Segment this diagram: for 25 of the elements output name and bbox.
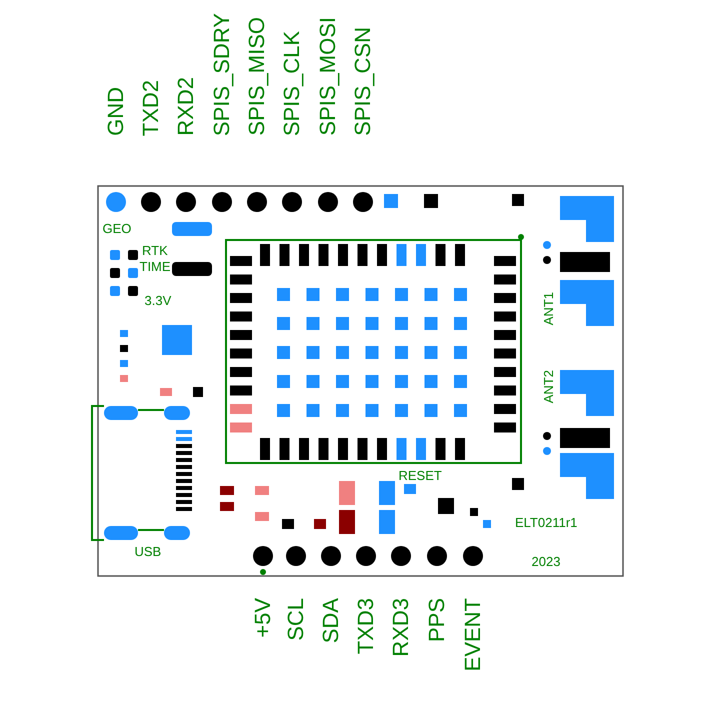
pin-label: SPIS_MOSI (317, 17, 339, 136)
board-label: USB (134, 544, 162, 558)
pin-label: +5V (252, 598, 274, 638)
board-label: TIME (140, 260, 171, 272)
board-label: 2023 (532, 554, 560, 568)
pin-label: SPIS_CLK (281, 31, 303, 136)
board-label: ELT0211r1 (515, 516, 578, 528)
pin-label: EVENT (462, 598, 484, 672)
pin-label: SPIS_CSN (352, 27, 374, 136)
pin-label: ANT1 (542, 292, 554, 325)
pin-label: RXD3 (390, 598, 412, 657)
board-label: RESET (398, 468, 442, 482)
board-label: 3.3V (144, 294, 172, 306)
pin-label: PPS (426, 598, 448, 642)
board-label: GEO (102, 222, 132, 234)
pin-label: RXD2 (175, 77, 197, 136)
pin-label: SDA (320, 598, 342, 644)
pin-label: TXD2 (140, 80, 162, 136)
pin-label: ANT2 (542, 370, 554, 403)
pin-label: SCL (285, 598, 307, 641)
pin-label: TXD3 (355, 598, 377, 654)
pin-label: SPIS_SDRY (211, 13, 233, 136)
pin-label: GND (105, 87, 127, 136)
pin-label: SPIS_MISO (246, 17, 268, 136)
board-label: RTK (142, 244, 168, 256)
